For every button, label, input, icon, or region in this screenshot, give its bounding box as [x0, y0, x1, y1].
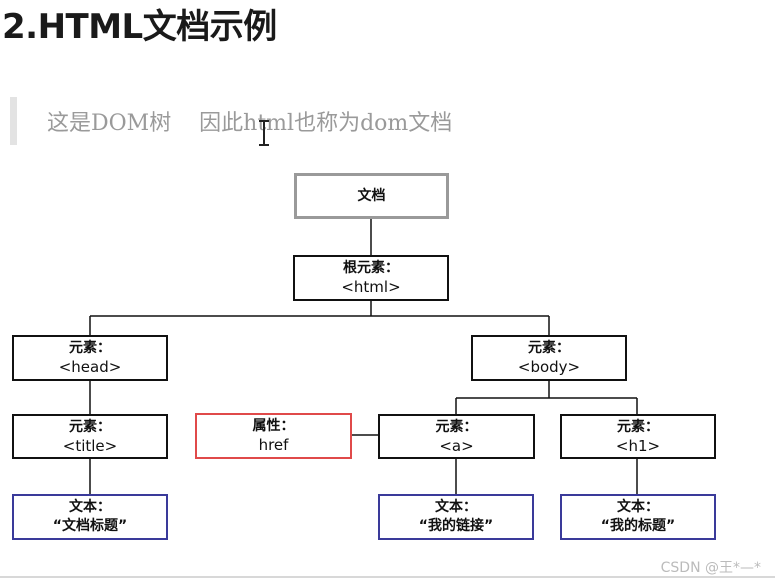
node-href-label: 属性： [252, 418, 295, 434]
watermark: CSDN @王*—* [660, 560, 761, 576]
node-h1-text: 文本： “我的标题” [560, 494, 716, 540]
node-a-text: 文本： “我的链接” [378, 494, 534, 540]
node-html: 根元素： <html> [293, 255, 449, 301]
node-body-value: <body> [517, 358, 581, 376]
node-document: 文档 [294, 173, 449, 219]
node-h1-label: 元素： [617, 418, 659, 435]
node-body: 元素： <body> [471, 335, 627, 381]
node-head: 元素： <head> [12, 335, 168, 381]
page-title: 2.HTML文档示例 [2, 7, 277, 47]
bottom-divider [0, 576, 775, 578]
node-a-text-label: 文本： [435, 499, 477, 515]
node-document-label: 文档 [357, 187, 386, 204]
node-a-label: 元素： [435, 418, 478, 435]
node-h1: 元素： <h1> [560, 414, 716, 459]
text-cursor-icon [259, 120, 269, 146]
node-a-text-value: “我的链接” [418, 518, 494, 534]
node-html-value: <html> [341, 278, 401, 296]
node-title-text-label: 文本： [69, 499, 111, 515]
node-head-label: 元素： [69, 340, 111, 356]
blockquote: 这是DOM树 因此html也称为dom文档 [10, 97, 775, 145]
node-h1-value: <h1> [615, 436, 661, 455]
node-a-value: <a> [439, 436, 474, 455]
node-html-label: 根元素： [343, 260, 399, 276]
node-head-value: <head> [58, 358, 122, 376]
node-title-label: 元素： [69, 418, 111, 435]
node-h1-text-label: 文本： [617, 499, 659, 515]
node-title-value: <title> [62, 436, 118, 455]
node-href-value: href [258, 436, 289, 454]
node-h1-text-value: “我的标题” [600, 518, 676, 534]
node-href-attribute: 属性： href [195, 413, 352, 459]
node-a: 元素： <a> [378, 414, 535, 459]
node-body-label: 元素： [528, 340, 570, 356]
node-title-text: 文本： “文档标题” [12, 494, 168, 540]
node-title: 元素： <title> [12, 414, 168, 459]
node-title-text-value: “文档标题” [52, 518, 128, 534]
quote-text: 这是DOM树 因此html也称为dom文档 [47, 111, 453, 136]
